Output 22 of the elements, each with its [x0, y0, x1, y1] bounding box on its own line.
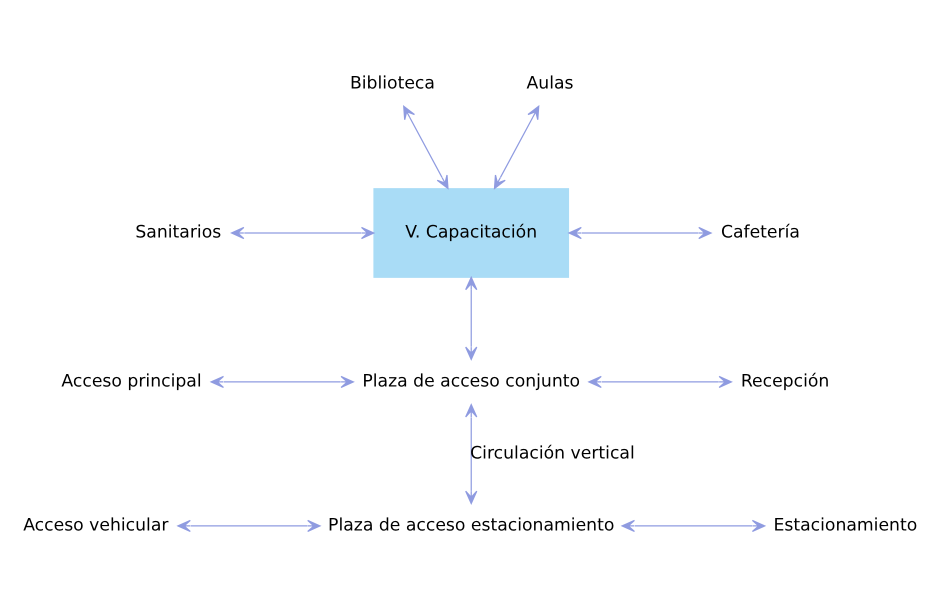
edge-label: Circulación vertical [470, 442, 634, 463]
arrow [464, 404, 477, 504]
node-text: Aulas [526, 73, 573, 94]
arrow [230, 226, 374, 239]
node-text: Cafetería [720, 222, 800, 242]
node-text: Recepción [740, 370, 829, 391]
node-text: Acceso vehicular [22, 514, 168, 535]
arrow [621, 519, 765, 532]
node-text: Estacionamiento [773, 514, 917, 535]
arrow [402, 105, 448, 189]
arrow [210, 375, 354, 388]
arrow [464, 276, 477, 360]
node-box: V. Capacitación [372, 188, 569, 278]
node-text: Sanitarios [134, 222, 221, 242]
node-text: Acceso principal [60, 370, 202, 391]
node-text: Biblioteca [349, 73, 434, 94]
arrow [568, 226, 712, 239]
arrow [176, 519, 320, 532]
arrow [493, 105, 539, 189]
node-text: Plaza de acceso conjunto [362, 370, 580, 391]
node-text: Plaza de acceso estacionamiento [328, 514, 614, 535]
arrow [588, 375, 732, 388]
